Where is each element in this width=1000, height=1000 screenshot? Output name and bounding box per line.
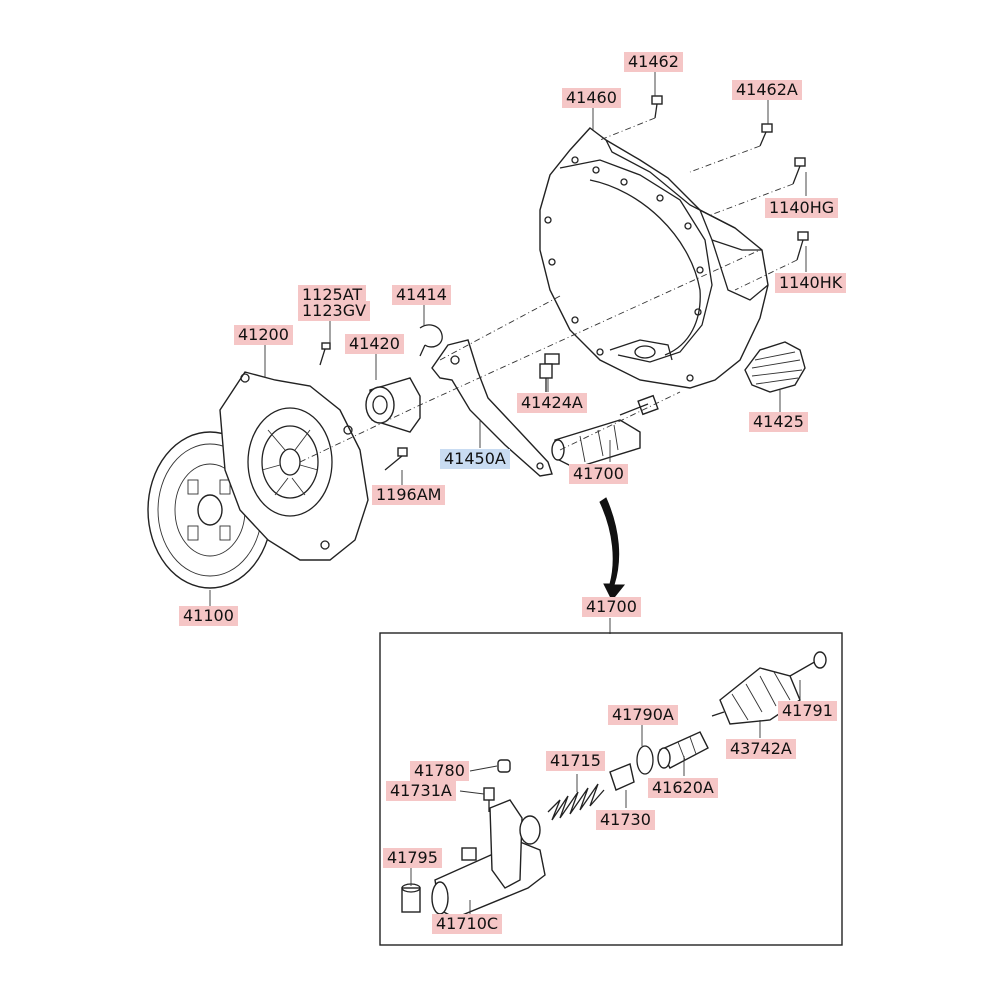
housing-bolt-41462a xyxy=(759,123,773,147)
label-41731a[interactable]: 41731A xyxy=(386,781,456,801)
spring xyxy=(547,783,605,821)
detail-arrow xyxy=(599,497,626,601)
fitting-41424a xyxy=(539,353,560,392)
label-41450a[interactable]: 41450A xyxy=(440,449,510,469)
label-41425[interactable]: 41425 xyxy=(749,412,808,432)
label-41795[interactable]: 41795 xyxy=(383,848,442,868)
housing-bolt-41462 xyxy=(651,95,663,119)
slave-cylinder-detail-box xyxy=(379,632,843,946)
label-1123gv[interactable]: 1123GV xyxy=(298,301,371,321)
label-41414[interactable]: 41414 xyxy=(392,285,451,305)
piston-cup xyxy=(609,763,635,791)
retainer-clip xyxy=(419,324,443,357)
label-41700-detail[interactable]: 41700 xyxy=(582,597,641,617)
label-41100[interactable]: 41100 xyxy=(179,606,238,626)
label-1140hk[interactable]: 1140HK xyxy=(775,273,847,293)
label-1125at[interactable]: 1125AT xyxy=(298,285,367,305)
release-bearing xyxy=(365,377,421,433)
plate-bolt-1196am xyxy=(384,447,408,471)
dust-cap xyxy=(401,883,421,913)
label-1140hg[interactable]: 1140HG xyxy=(765,198,839,218)
housing-bolt-1140hg xyxy=(792,157,806,185)
clutch-housing xyxy=(539,127,769,389)
piston xyxy=(657,731,709,769)
label-1196am[interactable]: 1196AM xyxy=(372,485,446,505)
label-41700[interactable]: 41700 xyxy=(569,464,628,484)
label-43742a[interactable]: 43742A xyxy=(726,739,796,759)
label-41420[interactable]: 41420 xyxy=(345,334,404,354)
label-41710c[interactable]: 41710C xyxy=(432,914,503,934)
label-41715[interactable]: 41715 xyxy=(546,751,605,771)
label-41790a[interactable]: 41790A xyxy=(608,705,678,725)
snap-ring xyxy=(636,745,654,775)
label-41462a[interactable]: 41462A xyxy=(732,80,802,100)
label-41730[interactable]: 41730 xyxy=(596,810,655,830)
label-41424a[interactable]: 41424A xyxy=(517,393,587,413)
label-41460[interactable]: 41460 xyxy=(562,88,621,108)
label-41620a[interactable]: 41620A xyxy=(648,778,718,798)
label-41791[interactable]: 41791 xyxy=(778,701,837,721)
release-fork xyxy=(431,339,553,477)
bleeder-cap xyxy=(497,759,511,773)
housing-bolt-1140hk xyxy=(796,231,809,261)
label-41780[interactable]: 41780 xyxy=(410,761,469,781)
dowel-pin xyxy=(319,342,331,366)
cylinder-body xyxy=(431,799,546,919)
release-fork-boot xyxy=(744,341,806,393)
label-41462[interactable]: 41462 xyxy=(624,52,683,72)
label-41200[interactable]: 41200 xyxy=(234,325,293,345)
push-rod xyxy=(789,651,827,677)
pressure-plate xyxy=(219,371,369,561)
